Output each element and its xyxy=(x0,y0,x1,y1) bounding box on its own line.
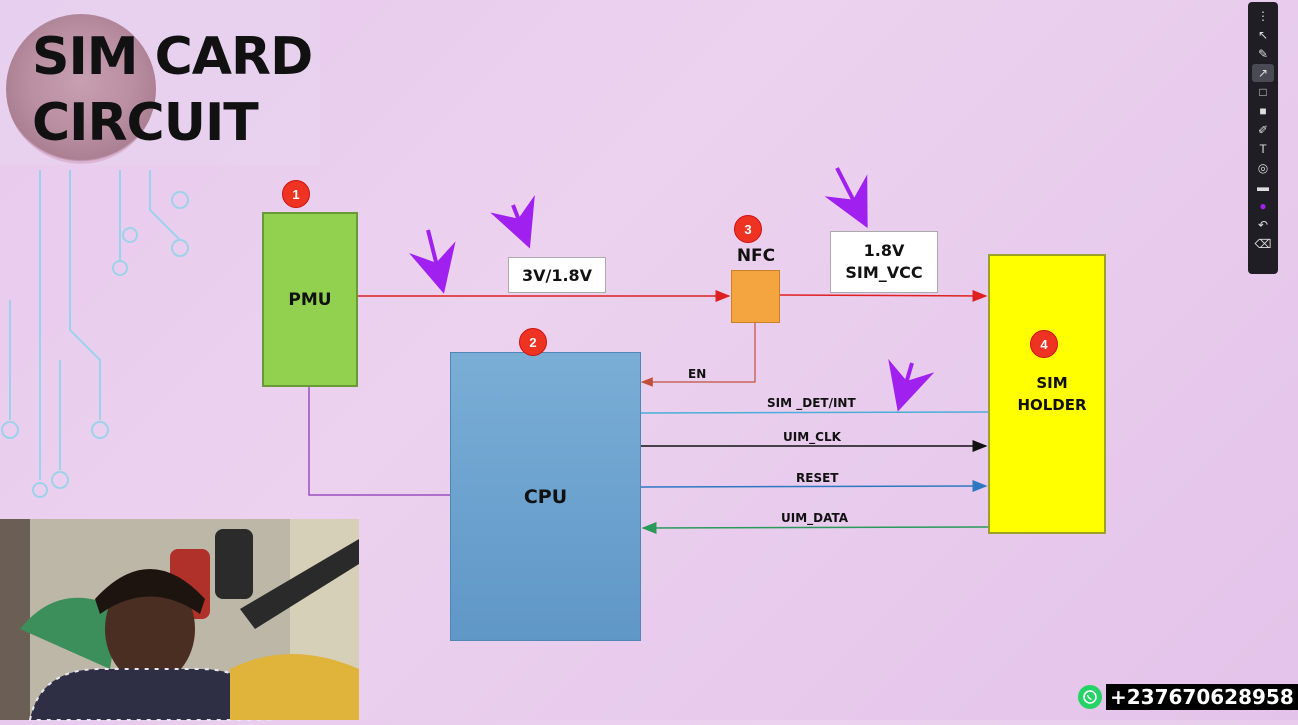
line-weight-icon[interactable]: ▬ xyxy=(1257,179,1269,194)
sim-holder-label-line-1: SIM xyxy=(1036,374,1068,392)
presenter-webcam xyxy=(0,519,359,721)
sim-det-line xyxy=(640,411,989,414)
contact-number: +237670628958 xyxy=(1106,684,1298,710)
wiring-layer xyxy=(308,167,989,534)
text-icon[interactable]: T xyxy=(1259,141,1267,156)
uim-clk-label: UIM_CLK xyxy=(783,430,841,444)
pmu-output-voltage: 3V/1.8V xyxy=(521,265,593,285)
badge-pmu: 1 xyxy=(282,180,310,208)
pmu-label: PMU xyxy=(288,289,332,310)
nfc-block xyxy=(731,270,780,323)
clear-icon[interactable]: ⌫ xyxy=(1254,236,1272,251)
uim-data-label: UIM_DATA xyxy=(781,511,849,525)
pmu-block: PMU xyxy=(262,212,358,387)
undo-redo-icon[interactable]: ↶ xyxy=(1257,217,1269,232)
sim-det-label: SIM _DET/INT xyxy=(767,396,856,410)
title-line-2: CIRCUIT xyxy=(32,93,259,153)
annotation-arrow-4 xyxy=(888,358,935,412)
annotation-arrow-3 xyxy=(824,167,868,229)
badge-sim: 4 xyxy=(1030,330,1058,358)
circuit-decoration xyxy=(1,170,189,498)
sim-holder-label-line-2: HOLDER xyxy=(1017,396,1087,414)
webcam-scene xyxy=(0,519,359,721)
sim-vcc-box: 1.8V SIM_VCC xyxy=(830,231,938,293)
pmu-cpu-line xyxy=(308,384,450,496)
channel-logo xyxy=(6,14,156,164)
nfc-cpu-en-line xyxy=(640,322,756,387)
page-title: SIM CARD CIRCUIT xyxy=(32,24,313,156)
filled-rectangle-icon[interactable]: ■ xyxy=(1259,103,1267,118)
nfc-sim-power-line xyxy=(778,289,988,302)
annotation-toolbar[interactable]: ⋮ ↖ ✎ ↗ □ ■ ✐ T ◎ ▬ ● ↶ ⌫ xyxy=(1248,2,1278,274)
color-icon[interactable]: ● xyxy=(1259,198,1267,213)
cpu-label: CPU xyxy=(523,485,568,508)
nfc-label: NFC xyxy=(736,246,776,266)
whatsapp-icon xyxy=(1078,685,1102,709)
highlighter-icon[interactable]: ✐ xyxy=(1257,122,1269,137)
cursor-icon[interactable]: ⋮ xyxy=(1257,8,1269,23)
badge-nfc: 3 xyxy=(734,215,762,243)
sim-holder-block: SIM HOLDER xyxy=(988,254,1106,534)
arrow-icon[interactable]: ↗ xyxy=(1252,63,1274,82)
pmu-output-voltage-box: 3V/1.8V xyxy=(508,257,606,293)
annotation-arrow-2 xyxy=(490,195,535,249)
sim-vcc-name: SIM_VCC xyxy=(845,263,923,282)
title-line-1: SIM CARD xyxy=(32,27,313,87)
cpu-block: CPU xyxy=(450,352,641,641)
reset-line xyxy=(640,480,988,493)
reset-label: RESET xyxy=(796,471,839,485)
contact-info: +237670628958 xyxy=(1078,684,1298,710)
pointer-icon[interactable]: ↖ xyxy=(1257,27,1269,42)
annotation-arrow-1 xyxy=(409,229,456,294)
en-label: EN xyxy=(688,367,707,381)
eraser-icon[interactable]: ◎ xyxy=(1257,160,1269,175)
sim-vcc-value: 1.8V xyxy=(863,241,905,260)
rectangle-icon[interactable]: □ xyxy=(1259,84,1267,99)
badge-cpu: 2 xyxy=(519,328,547,356)
pen-icon[interactable]: ✎ xyxy=(1257,46,1269,61)
uim-data-line xyxy=(641,521,989,534)
